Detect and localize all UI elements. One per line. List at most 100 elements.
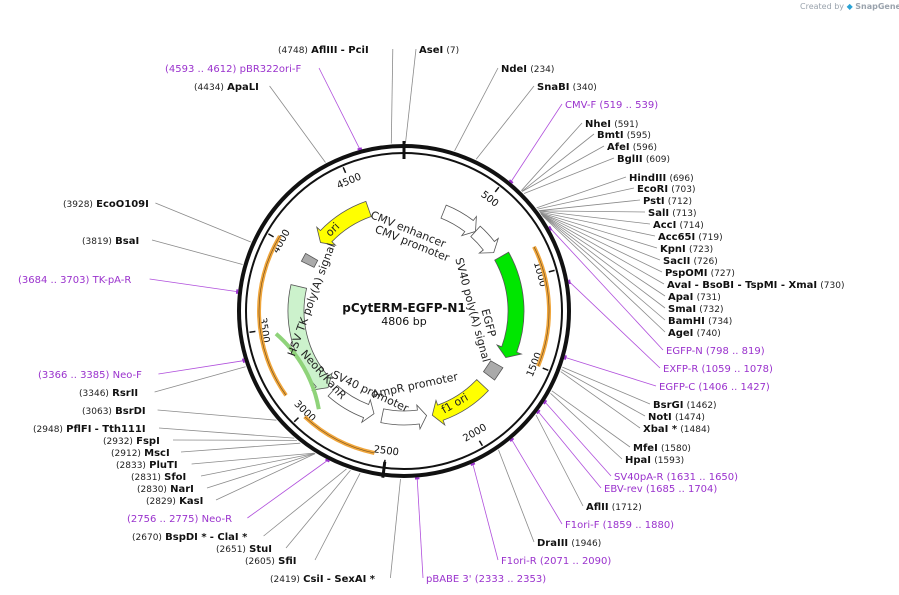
leader-line-plutI [191,452,315,465]
primer-arc-egfpc [563,355,567,360]
credit-brand: SnapGene [855,2,899,11]
enzyme-label-apali[interactable]: (4434) ApaLI [194,82,259,93]
enzyme-label-csii[interactable]: (2419) CsiI - SexAI * [270,574,376,585]
enzyme-label-bspdi[interactable]: (2670) BspDI * - ClaI * [132,532,248,543]
enzyme-label-ndei[interactable]: NdeI (234) [501,64,554,75]
primer-label-egfpc[interactable]: EGFP-C (1406 .. 1427) [659,382,770,393]
primer-label-egfpn[interactable]: EGFP-N (798 .. 819) [666,346,765,357]
enzyme-label-sali[interactable]: SalI (713) [648,208,697,219]
leader-line-agei [542,215,666,333]
enzyme-label-hindiii[interactable]: HindIII (696) [629,173,694,184]
leader-line-stui [285,469,351,549]
enzyme-label-aflii[interactable]: AflII (1712) [586,502,642,513]
enzyme-label-bmti[interactable]: BmtI (595) [597,130,651,141]
leader-line-sfii [314,473,361,561]
leader-line-sali [538,210,646,213]
leader-line-egfpn [550,228,664,351]
leader-line-draiii [498,449,535,543]
enzyme-label-msci[interactable]: (2912) MscI [111,448,170,459]
primer-label-f1orif[interactable]: F1ori-F (1859 .. 1880) [565,520,674,531]
feature-sv40_pro[interactable] [327,385,375,424]
enzyme-label-kasi[interactable]: (2829) KasI [146,496,203,507]
enzyme-label-snabi[interactable]: SnaBI (340) [537,82,597,93]
enzyme-label-bglii[interactable]: BglII (609) [617,154,670,165]
enzyme-label-afliii_top[interactable]: (4748) AflIII - PciI [278,45,369,56]
enzyme-label-pspomi[interactable]: PspOMI (727) [665,268,735,279]
leader-line-smai [541,213,666,309]
primer-label-ebvrev[interactable]: EBV-rev (1685 .. 1704) [604,484,717,495]
primer-label-sv40par[interactable]: SV40pA-R (1631 .. 1650) [614,472,738,483]
enzyme-label-bsrgi[interactable]: BsrGI (1462) [653,400,717,411]
primer-label-f1orir[interactable]: F1ori-R (2071 .. 2090) [501,556,611,567]
enzyme-label-xbai[interactable]: XbaI * (1484) [643,424,710,435]
enzyme-label-acci[interactable]: AccI (714) [653,220,704,231]
leader-line-sacii [540,212,661,261]
enzyme-label-rsrii[interactable]: (3346) RsrII [79,388,138,399]
enzyme-label-bamhi[interactable]: BamHI (734) [668,316,732,327]
enzyme-label-sfii[interactable]: (2605) SfiI [245,556,296,567]
enzyme-label-agei[interactable]: AgeI (740) [668,328,721,339]
leader-line-sfoi [200,453,315,477]
enzyme-label-hpai[interactable]: HpaI (1593) [625,455,684,466]
enzyme-label-noti[interactable]: NotI (1474) [648,412,705,423]
enzyme-label-sfoi[interactable]: (2831) SfoI [131,472,186,483]
leader-line-apali [269,85,326,163]
tick-mark-t2000 [478,440,484,447]
primer-label-tkpar[interactable]: (3684 .. 3703) TK-pA-R [18,275,131,286]
primer-label-exfpr[interactable]: EXFP-R (1059 .. 1078) [663,364,773,375]
leader-line-ecori [537,187,635,210]
primer-arc-neof [241,358,246,364]
feature-hsv[interactable] [300,252,319,268]
orf-arc-2 [257,235,288,397]
feature-sv40pa[interactable] [482,360,504,381]
primer-label-neof[interactable]: (3366 .. 3385) Neo-F [38,370,142,381]
enzyme-label-stui[interactable]: (2651) StuI [216,544,272,555]
enzyme-label-acc65i[interactable]: Acc65I (719) [658,232,723,243]
snapgene-credit: Created by ◆ SnapGene [800,2,899,11]
leader-line-egfpc [565,357,657,387]
primer-arc-sv40par [543,399,548,405]
primer-arc-cmvf [508,179,514,184]
primer-label-pbr322[interactable]: (4593 .. 4612) pBR322ori-F [165,64,301,75]
enzyme-label-nari[interactable]: (2830) NarI [137,484,194,495]
enzyme-label-plutI[interactable]: (2833) PluTI [116,460,178,471]
feature-egfp[interactable] [494,251,525,359]
enzyme-label-psti[interactable]: PstI (712) [643,196,692,207]
orf-arc-1 [303,415,375,455]
enzyme-label-pflfi[interactable]: (2948) PflFI - Tth111I [33,424,146,435]
label-leaders [149,48,666,579]
leader-line-hpai [550,393,623,460]
enzyme-label-smai[interactable]: SmaI (732) [668,304,723,315]
primer-label-neor_primer[interactable]: (2756 .. 2775) Neo-R [127,514,232,525]
feature-ori[interactable] [316,200,372,246]
leader-line-msci [180,442,301,453]
enzyme-label-kpni[interactable]: KpnI (723) [660,244,713,255]
feature-f1ori[interactable] [431,379,489,427]
enzyme-label-asei[interactable]: AseI (7) [419,45,459,56]
enzyme-label-ecori[interactable]: EcoRI (703) [637,184,695,195]
enzyme-label-nhei[interactable]: NheI (591) [585,119,638,130]
feature-arrows[interactable] [257,200,552,455]
feature-cmv_pro[interactable] [470,225,500,254]
leader-line-ebvrev [538,411,602,489]
primer-arc-f1orir [470,462,476,467]
neor-inner-arc [274,332,321,410]
enzyme-label-mfei[interactable]: MfeI (1580) [633,443,691,454]
enzyme-label-fspi[interactable]: (2932) FspI [103,436,160,447]
enzyme-label-draiii[interactable]: DraIII (1946) [537,538,601,549]
primer-label-pbabe[interactable]: pBABE 3' (2333 .. 2353) [426,574,546,585]
enzyme-label-afei[interactable]: AfeI (596) [607,142,657,153]
enzyme-label-eco0109i[interactable]: (3928) EcoO109I [63,199,149,210]
tick-label-t4500: 4500 [335,172,363,192]
enzyme-label-sacii[interactable]: SacII (726) [663,256,718,267]
feature-cmv_enh[interactable] [440,204,477,237]
primer-label-cmvf[interactable]: CMV-F (519 .. 539) [565,100,658,111]
enzyme-label-bsrdi[interactable]: (3063) BsrDI [82,406,146,417]
enzyme-label-avai[interactable]: AvaI - BsoBI - TspMI - XmaI (730) [667,280,844,291]
enzyme-label-apai[interactable]: ApaI (731) [668,292,721,303]
tick-mark-t3500 [249,330,256,333]
leader-line-bspdi [263,468,347,537]
enzyme-label-bsai[interactable]: (3819) BsaI [82,236,139,247]
feature-neor[interactable] [287,284,333,391]
feature-ampr_pro[interactable] [380,403,428,431]
